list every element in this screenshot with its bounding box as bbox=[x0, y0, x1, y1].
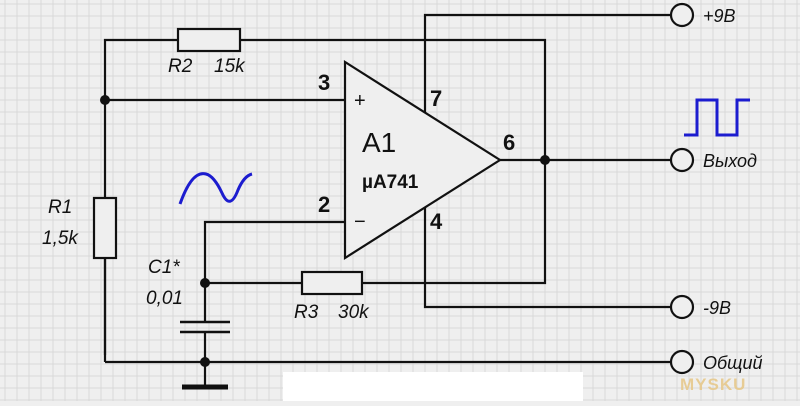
terminal-vpos-label: +9B bbox=[703, 6, 736, 26]
opamp-plus-sign: + bbox=[354, 90, 366, 112]
wire-r2-to-output bbox=[240, 38, 547, 160]
junction-dot bbox=[100, 95, 110, 105]
resistor-r1 bbox=[92, 196, 118, 260]
wire-vneg bbox=[423, 200, 670, 309]
opamp-body bbox=[343, 60, 503, 260]
wire-r3-right bbox=[362, 160, 547, 285]
junction-dot bbox=[200, 357, 210, 367]
r1-value: 1,5k bbox=[42, 228, 79, 249]
opamp-part: µA741 bbox=[362, 172, 419, 193]
r1-name: R1 bbox=[48, 197, 72, 218]
terminal-vneg-label: -9B bbox=[703, 298, 731, 318]
caption-overlay-box bbox=[283, 372, 583, 401]
terminal-gnd bbox=[669, 349, 695, 375]
r2-name: R2 bbox=[168, 56, 193, 77]
resistor-r2 bbox=[176, 27, 242, 53]
c1-value: 0,01 bbox=[146, 288, 183, 309]
wire-minus-input bbox=[203, 220, 345, 322]
junction-dot bbox=[200, 278, 210, 288]
pin-in-minus: 2 bbox=[318, 192, 330, 217]
r3-name: R3 bbox=[294, 302, 319, 323]
opamp-designator: A1 bbox=[362, 127, 396, 158]
wire-vpos bbox=[423, 13, 670, 122]
terminal-vneg bbox=[669, 294, 695, 320]
pin-out: 6 bbox=[503, 130, 515, 155]
square-wave-icon bbox=[684, 98, 750, 137]
terminal-gnd-label: Общий bbox=[703, 353, 762, 373]
terminal-out bbox=[669, 147, 695, 173]
c1-name: C1* bbox=[148, 257, 180, 278]
wires bbox=[103, 13, 670, 385]
watermark: MYSKU bbox=[680, 375, 746, 394]
pin-vplus: 7 bbox=[430, 86, 442, 111]
terminal-vpos bbox=[669, 2, 695, 28]
r2-value: 15k bbox=[214, 56, 246, 77]
junction-dot bbox=[540, 155, 550, 165]
terminal-out-label: Выход bbox=[703, 151, 757, 171]
resistor-r3 bbox=[300, 270, 364, 296]
opamp-minus-sign: − bbox=[354, 211, 366, 233]
pin-in-plus: 3 bbox=[318, 70, 330, 95]
triangle-wave-icon bbox=[178, 172, 253, 205]
pin-vminus: 4 bbox=[430, 209, 443, 234]
r3-value: 30k bbox=[338, 302, 370, 323]
